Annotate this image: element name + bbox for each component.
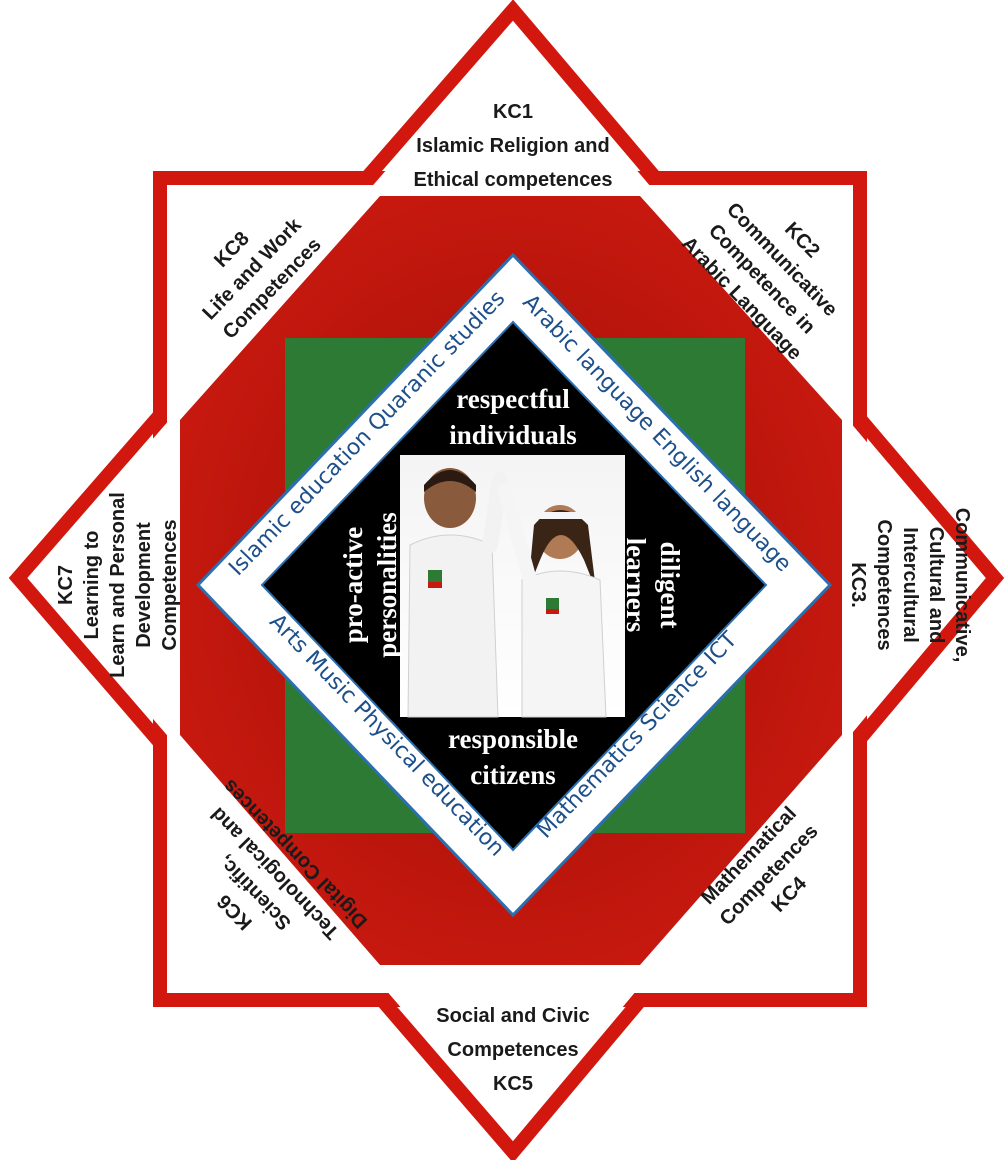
- outcome-top-line1: respectful: [456, 384, 570, 414]
- kc3-line3: Intercultural: [899, 527, 921, 643]
- kc7-line1: KC7: [55, 565, 77, 605]
- kc3-line5: KC3.: [847, 562, 869, 608]
- kc3-line2: Cultural and: [925, 527, 947, 644]
- kc5-line2: Competences: [447, 1039, 578, 1061]
- kc1-line1: KC1: [493, 101, 533, 123]
- kc7-line3: Learn and Personal: [107, 492, 129, 678]
- outcome-right-line1: diligent: [655, 541, 685, 628]
- kc7-line4: Development: [133, 522, 155, 648]
- kc7-line2: Learning to: [81, 531, 103, 640]
- outcome-bottom-line2: citizens: [470, 760, 555, 790]
- kc5-line1: Social and Civic: [436, 1005, 589, 1027]
- kc1-line3: Ethical competences: [414, 169, 613, 191]
- kc7-line5: Competences: [159, 519, 181, 650]
- kc3-line4: Competences: [873, 519, 895, 650]
- outcome-left-line1: pro-active: [338, 527, 368, 643]
- kc5-line3: KC5: [493, 1073, 533, 1095]
- kc3-line1: Communicative,: [951, 508, 973, 662]
- outcome-top-line2: individuals: [449, 420, 577, 450]
- outcome-right-line2: learners: [621, 538, 651, 632]
- kc1-line2: Islamic Religion and: [416, 135, 609, 157]
- outcome-left-line2: personalities: [372, 512, 402, 658]
- children-photo: [400, 455, 625, 717]
- outcome-bottom-line1: responsible: [448, 724, 578, 754]
